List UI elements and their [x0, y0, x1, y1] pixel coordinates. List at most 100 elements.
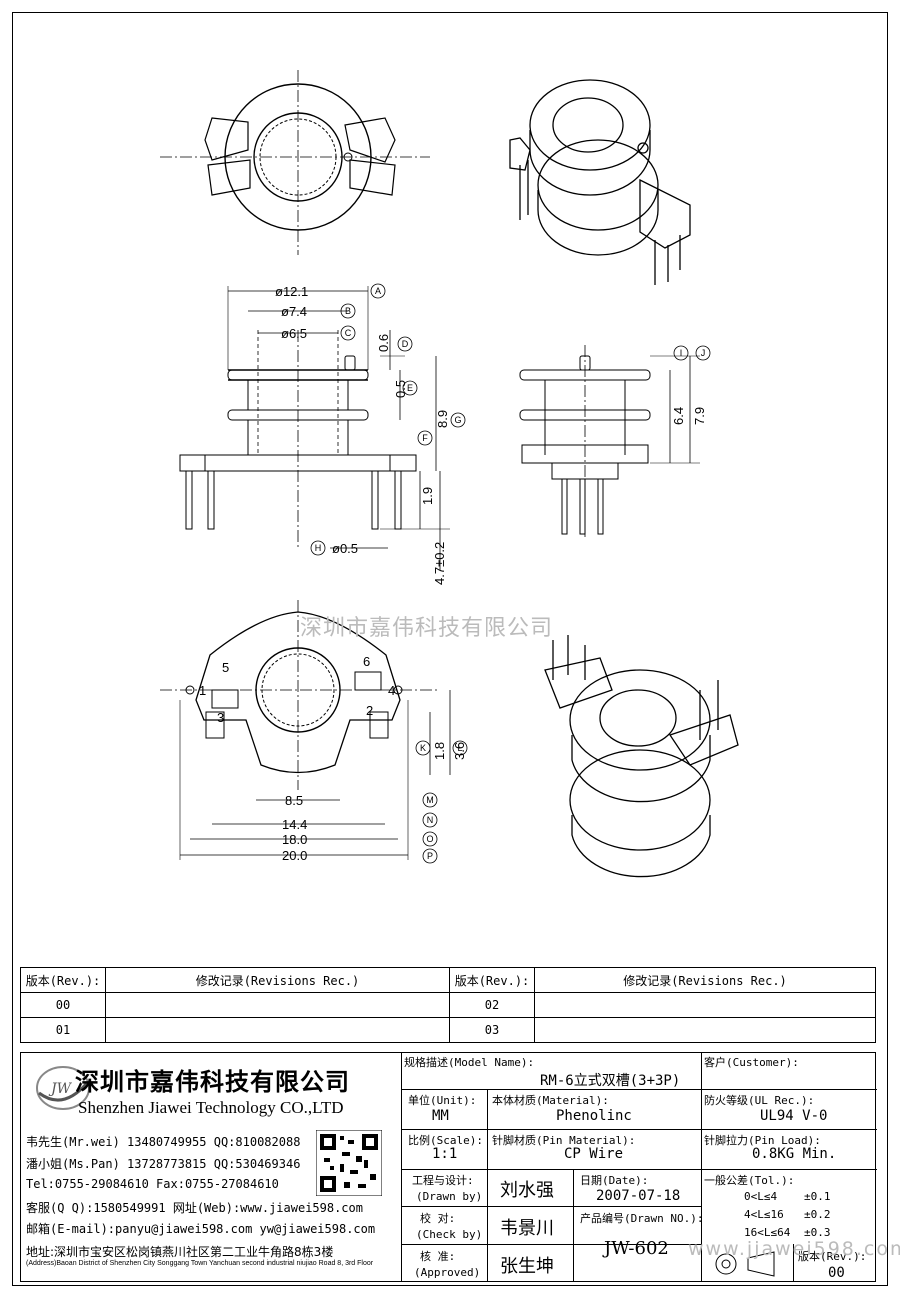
contact-line: Tel:0755-29084610 Fax:0755-27084610 [26, 1177, 279, 1191]
dim-12-1: ø12.1 [275, 284, 308, 299]
unit-label: 单位(Unit): [408, 1094, 477, 1107]
approved-label: 核 准: [420, 1250, 456, 1263]
rev-header: 版本(Rev.): [20, 967, 106, 993]
marker-l: L [457, 743, 462, 753]
tol-range: 0<L≤4 [744, 1190, 778, 1203]
date-value: 2007-07-18 [596, 1188, 681, 1204]
tol-label: 一般公差(Tol.): [704, 1174, 795, 1187]
model-label: 规格描述(Model Name): [404, 1056, 535, 1069]
dim-6-4: 6.4 [671, 407, 686, 425]
drawing-no-label: 产品编号(Drawn NO.): [580, 1212, 704, 1225]
iso-view-top [509, 79, 691, 285]
drawn-value: 刘水强 [500, 1180, 554, 1201]
pin-load-label: 针脚拉力(Pin Load): [704, 1134, 821, 1147]
tol-value: ±0.2 [804, 1208, 831, 1221]
unit-value: MM [432, 1108, 449, 1124]
dim-0-6: 0.6 [376, 334, 391, 352]
pin-1: 1 [199, 683, 206, 698]
dim-8-9: 8.9 [435, 410, 450, 428]
customer-label: 客户(Customer): [704, 1056, 799, 1069]
marker-h: H [315, 543, 322, 553]
dim-20-0: 20.0 [282, 848, 307, 863]
pin-load-value: 0.8KG Min. [752, 1146, 837, 1162]
marker-c: C [345, 328, 352, 338]
company-name-en: Shenzhen Jiawei Technology CO.,LTD [78, 1098, 344, 1117]
tol-value: ±0.1 [804, 1190, 831, 1203]
tol-value: ±0.3 [804, 1226, 831, 1239]
check-value: 韦景川 [500, 1218, 554, 1239]
watermark: 深圳市嘉伟科技有限公司 [300, 616, 554, 641]
marker-f: F [422, 433, 428, 443]
side-view [179, 286, 450, 570]
dim-1-9: 1.9 [420, 487, 435, 505]
marker-e: E [407, 383, 413, 393]
date-label: 日期(Date): [580, 1174, 649, 1187]
table-row: 00 02 [20, 992, 876, 1018]
marker-b: B [345, 306, 351, 316]
rev-value: 00 [828, 1265, 845, 1281]
rev-cell: 03 [449, 1017, 535, 1043]
contact-line: 潘小姐(Ms.Pan) 13728773815 QQ:530469346 [26, 1157, 301, 1171]
dim-pin: ø0.5 [332, 541, 358, 556]
scale-label: 比例(Scale): [408, 1134, 483, 1147]
model-value: RM-6立式双槽(3+3P) [540, 1073, 681, 1089]
dim-18-0: 18.0 [282, 832, 307, 847]
rev-header-2: 版本(Rev.): [449, 967, 535, 993]
pin-material-value: CP Wire [564, 1146, 624, 1162]
projection-symbol-icon [715, 1251, 775, 1277]
rec-header: 修改记录(Revisions Rec.) [105, 967, 450, 993]
tol-range: 16<L≤64 [744, 1226, 791, 1239]
rev-label: 版本(Rev.): [798, 1250, 867, 1263]
marker-circles [310, 283, 711, 864]
approved-value: 张生坤 [500, 1256, 554, 1277]
dim-3-6: 3.6 [452, 742, 467, 760]
company-name-cn: 深圳市嘉伟科技有限公司 [75, 1068, 350, 1096]
marker-o: O [426, 834, 433, 844]
pin-2: 2 [366, 703, 373, 718]
check-label: 校 对: [420, 1212, 456, 1225]
material-label: 本体材质(Material): [492, 1094, 609, 1107]
contact-line: 客服(Q Q):1580549991 网址(Web):www.jiawei598… [26, 1201, 363, 1215]
logo-icon: JW [36, 1066, 90, 1110]
material-value: Phenolinc [556, 1108, 632, 1124]
drawn-label: 工程与设计: [412, 1174, 474, 1187]
marker-p: P [427, 851, 433, 861]
watermark-url: www.jjawei598.com [688, 1238, 900, 1260]
dim-4-7: 4.7±0.2 [432, 542, 447, 585]
pin-4: 4 [388, 683, 395, 698]
dim-7-9: 7.9 [692, 407, 707, 425]
address-en: (Address)Baoan District of Shenzhen City… [26, 1260, 374, 1267]
address-cn: 地址:深圳市宝安区松岗镇燕川社区第二工业牛角路8栋3楼 [26, 1245, 334, 1259]
pin-material-label: 针脚材质(Pin Material): [492, 1134, 636, 1147]
pin-6: 6 [363, 654, 370, 669]
marker-i: I [680, 348, 683, 358]
marker-k: K [420, 743, 426, 753]
check-label-en: (Check by) [416, 1228, 483, 1241]
rev-cell: 02 [449, 992, 535, 1018]
table-row: 01 03 [20, 1017, 876, 1043]
qr-code-icon [316, 1130, 382, 1196]
bottom-view [160, 600, 451, 860]
marker-m: M [426, 795, 434, 805]
drawing-frame [12, 12, 888, 1286]
rev-cell: 01 [20, 1017, 106, 1043]
dim-14-4: 14.4 [282, 817, 307, 832]
pin-5: 5 [222, 660, 229, 675]
dim-1-8: 1.8 [432, 742, 447, 760]
drawing-no-value: JW-602 [604, 1238, 669, 1259]
front-view [519, 345, 700, 540]
dim-8-5: 8.5 [285, 793, 303, 808]
dim-0-5: 0.5 [393, 380, 408, 398]
technical-drawing: ø12.1 ø7.4 ø6.5 0.6 0.5 8.9 1.9 4.7±0.2 … [160, 70, 739, 878]
iso-view-bottom [544, 635, 739, 878]
dim-6-5: ø6.5 [281, 326, 307, 341]
scale-value: 1:1 [432, 1146, 458, 1162]
marker-d: D [402, 339, 409, 349]
ul-label: 防火等级(UL Rec.): [704, 1094, 815, 1107]
approved-label-en: (Approved) [414, 1266, 481, 1279]
revision-table: 版本(Rev.): 修改记录(Revisions Rec.) 版本(Rev.):… [20, 967, 876, 1043]
drawn-label-en: (Drawn by) [416, 1190, 483, 1203]
rev-cell: 00 [20, 992, 106, 1018]
pin-3: 3 [217, 710, 224, 725]
rec-header-2: 修改记录(Revisions Rec.) [534, 967, 876, 993]
